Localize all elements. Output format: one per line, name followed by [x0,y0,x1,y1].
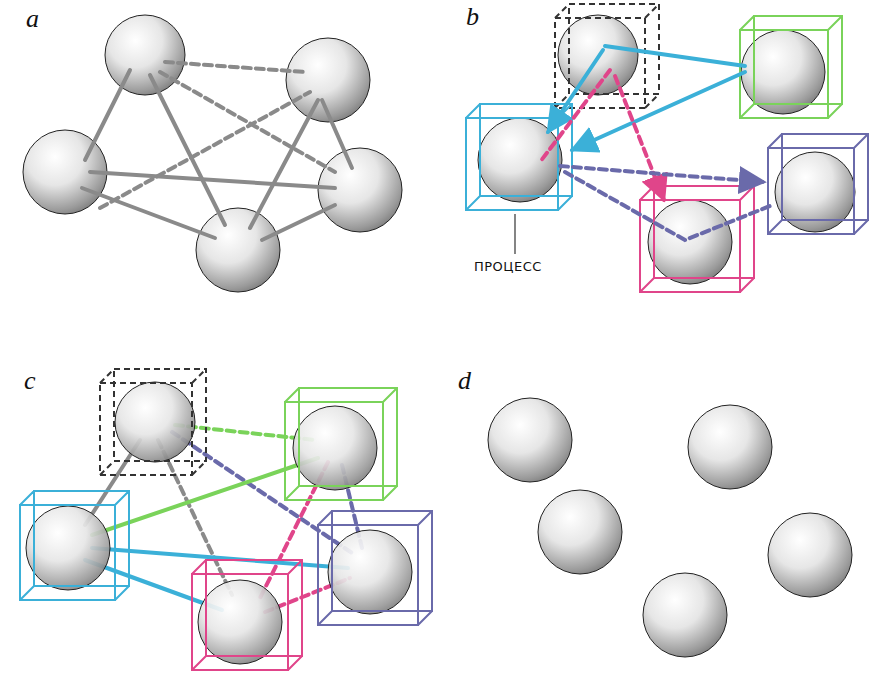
cubes-b-part [768,134,868,234]
cubes-c-part [20,491,129,600]
arrows-b-part [565,172,770,240]
callout-label: ПРОЦЕСС [472,258,544,275]
panel-letter: d [458,368,471,394]
cubes-b [466,4,868,292]
links-a-part [100,92,310,208]
links-a-part [90,172,335,188]
cubes-b-part [555,4,659,108]
sphere-group-a-part [105,15,185,95]
links-a-part [85,70,130,160]
spheres-c-part [293,406,377,490]
links-a-part [150,75,225,225]
cubes-c-part [100,369,206,475]
spheres-d-part [768,513,852,597]
cubes-c-part [192,560,302,670]
leader-line [514,214,515,254]
spheres-c-part [198,580,282,664]
spheres-d [488,398,852,657]
links-a-part [165,62,305,72]
sphere-group-a [23,15,402,292]
links-c-part [92,548,348,568]
spheres-c-part [115,382,195,462]
links-a-part [160,72,335,172]
spheres-d-part [643,573,727,657]
links-a [82,62,352,240]
arrows-b-part [615,76,664,200]
cubes-c [20,369,432,670]
arrows-b-part [605,46,745,66]
spheres-b-part [648,200,732,284]
cubes-b-part [640,186,754,292]
spheres-c [26,382,412,664]
spheres-d-part [488,398,572,482]
panel-letter: c [24,368,36,394]
arrows-b [540,46,770,240]
arrows-b-part [560,166,764,182]
sphere-group-a-part [196,208,280,292]
spheres-c-part [328,530,412,614]
spheres-d-part [538,490,622,574]
spheres-d-part [688,405,772,489]
sphere-group-a-part [318,148,402,232]
spheres-b [478,15,855,284]
spheres-c-part [26,506,110,590]
links-a-part [262,205,335,240]
cubes-b-part [740,16,842,118]
panel-letter: a [26,6,39,32]
cubes-c-part [285,388,397,500]
panel-letter: b [466,4,479,30]
links-a-part [322,100,352,168]
links-a-part [82,188,215,238]
arrows-b-part [540,70,610,162]
cubes-c-part [318,511,432,625]
